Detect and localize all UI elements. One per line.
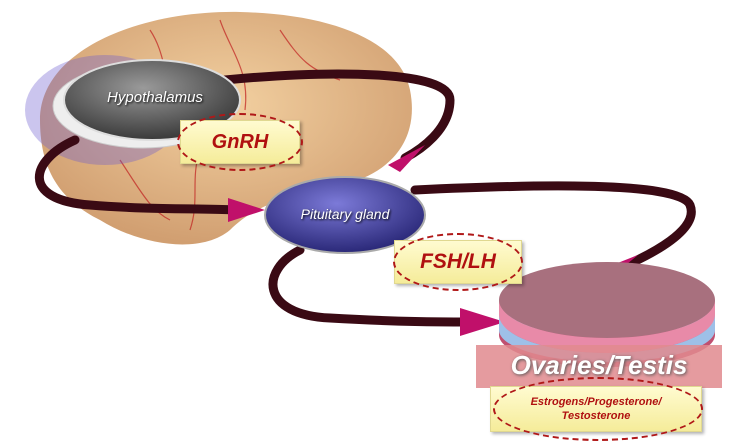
- fsh-lh-label-box: FSH/LH: [393, 233, 523, 291]
- sex-steroids-label-box: Estrogens/Progesterone/ Testosterone: [490, 377, 703, 441]
- sex-steroids-line1: Estrogens/Progesterone/: [530, 396, 662, 408]
- gonad-disc-top: [499, 262, 715, 338]
- gonads-label: Ovaries/Testis: [510, 350, 688, 380]
- sex-steroids-label: Estrogens/Progesterone/ Testosterone: [531, 395, 662, 423]
- arrow-hypothalamus-to-pituitary-right: [220, 69, 455, 163]
- hypothalamus-label: Hypothalamus: [107, 89, 203, 106]
- pituitary-label: Pituitary gland: [300, 206, 390, 222]
- sex-steroids-line2: Testosterone: [561, 410, 631, 422]
- pituitary-node: [264, 176, 426, 254]
- gnrh-label-box: GnRH: [177, 113, 303, 171]
- fsh-lh-label: FSH/LH: [420, 250, 496, 273]
- arrowhead-icon: [388, 145, 425, 172]
- arrowhead-icon: [228, 198, 265, 222]
- arrow-hypothalamus-to-pituitary-left: [34, 135, 240, 215]
- arrow-pituitary-to-gonads-right: [410, 181, 696, 273]
- arrowhead-icon: [460, 308, 505, 336]
- gnrh-label: GnRH: [211, 130, 269, 153]
- arrow-pituitary-to-gonads-left: [268, 245, 475, 327]
